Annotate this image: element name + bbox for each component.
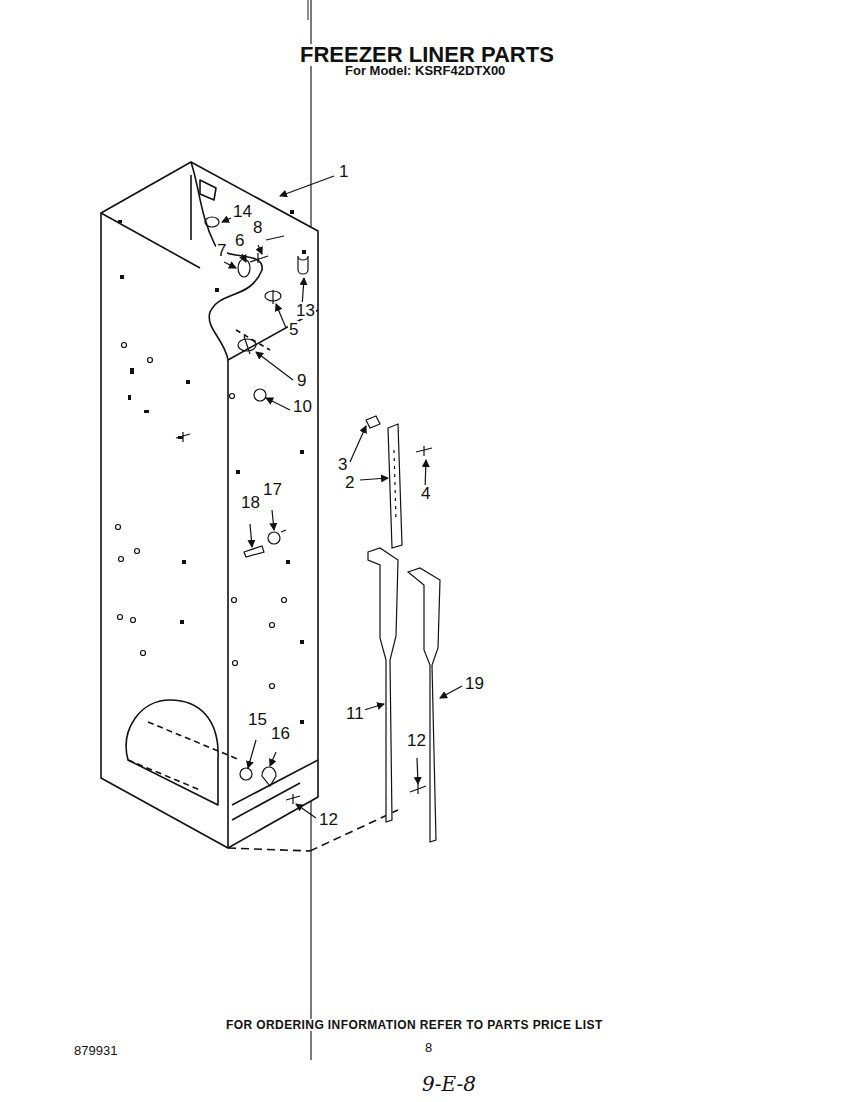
callout-number: 5 <box>288 321 299 338</box>
callout-number: 4 <box>420 485 431 502</box>
callout-number: 7 <box>216 242 227 259</box>
callout-number: 8 <box>252 219 263 236</box>
callout-number: 1 <box>338 163 349 180</box>
model-number: For Model: KSRF42DTX00 <box>345 64 505 77</box>
page-number: 8 <box>425 1041 432 1054</box>
handwritten-note: 9-E-8 <box>422 1074 476 1094</box>
callout-number: 14 <box>232 203 253 220</box>
callout-number: 18 <box>240 494 261 511</box>
callout-number: 16 <box>270 725 291 742</box>
footer-note: FOR ORDERING INFORMATION REFER TO PARTS … <box>226 1019 603 1031</box>
callout-number: 9 <box>296 372 307 389</box>
drawing-number: 879931 <box>74 1044 117 1057</box>
callout-number: 6 <box>234 232 245 249</box>
callout-number: 19 <box>464 675 485 692</box>
callout-number: 12 <box>318 811 339 828</box>
callout-number: 11 <box>345 705 365 722</box>
callout-number: 3 <box>337 456 348 473</box>
callout-number: 15 <box>247 711 268 728</box>
callout-number: 10 <box>292 398 313 415</box>
callout-number: 17 <box>262 481 283 498</box>
callout-number: 13 <box>295 302 316 319</box>
callout-number: 2 <box>344 474 355 491</box>
callout-number: 12 <box>406 732 427 749</box>
page-title: FREEZER LINER PARTS <box>300 44 554 66</box>
